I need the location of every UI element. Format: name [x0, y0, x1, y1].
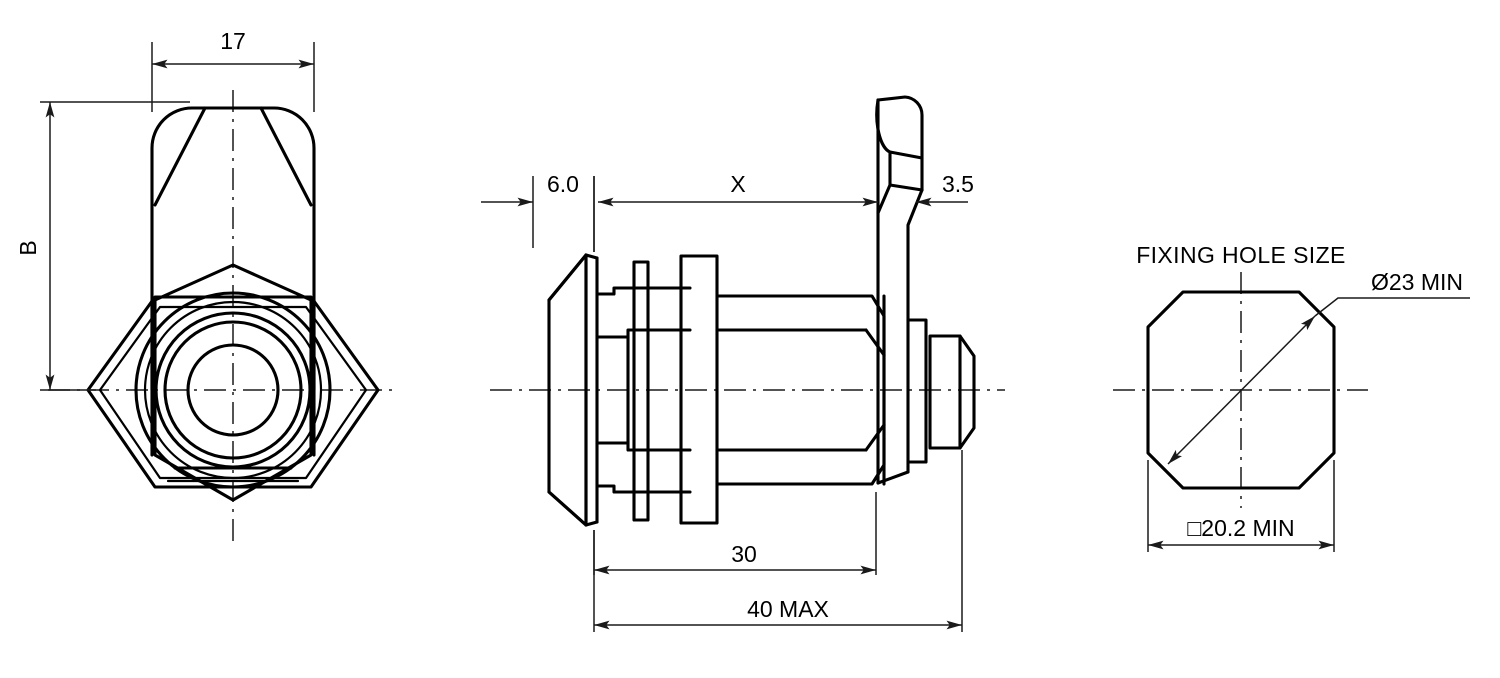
bezel-bottom-taper [547, 490, 588, 527]
side-hex-nut [928, 334, 976, 450]
dim-40-text: 40 MAX [747, 596, 829, 622]
dim-17-text: 17 [220, 28, 246, 54]
thick-washer [679, 254, 719, 525]
cam-lever-top-head [876, 95, 924, 162]
bezel-top-edge [584, 253, 599, 260]
fixing-hole-title: FIXING HOLE SIZE [1136, 242, 1346, 268]
dim-60-text: 6.0 [547, 171, 579, 197]
collar-top-step [595, 286, 692, 296]
dim-35-text: 3.5 [942, 171, 974, 197]
dim-diameter-arrow [1167, 315, 1316, 465]
thin-washer [632, 260, 650, 522]
washer-inner-circle [143, 300, 323, 480]
cam-lever-right-edge [906, 188, 924, 474]
bezel-bottom-edge [584, 520, 599, 527]
hex-nut-chamfer [98, 305, 368, 480]
barrel-taper-top [864, 328, 886, 357]
body-inner-circle [163, 320, 303, 460]
cam-blade-left-chamfer [153, 106, 207, 207]
side-view-group: 6.0 X 3.5 30 40 MAX [481, 95, 1005, 632]
barrel-taper-bottom [864, 423, 886, 452]
keyway-bore-circle [186, 343, 280, 437]
fixing-hole-view-group: FIXING HOLE SIZE Ø23 MIN □20.2 MIN [1113, 242, 1470, 552]
dim-diameter-leader [1314, 297, 1470, 317]
washer-outer-circle [134, 291, 332, 489]
front-view-group: 17 B [15, 28, 398, 545]
retaining-washer [906, 318, 928, 464]
shoulder-bottom-step [595, 441, 692, 452]
cam-blade-right-chamfer [259, 106, 313, 207]
dim-30-text: 30 [731, 541, 757, 567]
cam-lever-step-in [876, 183, 892, 215]
collar-bottom-step [595, 484, 692, 494]
hex-nut-body [86, 295, 380, 489]
hex-nut-outer [153, 263, 313, 502]
dim-diameter-text: Ø23 MIN [1371, 269, 1463, 295]
octagon-hole-outline [1146, 290, 1336, 490]
bezel-top-taper [547, 253, 588, 302]
dim-square-text: □20.2 MIN [1187, 515, 1294, 541]
shoulder-top-step [595, 328, 692, 339]
dim-X-text: X [730, 171, 745, 197]
cam-lever-bottom [876, 470, 910, 485]
cam-lever-top-inner [875, 98, 924, 160]
dim-B-text: B [15, 240, 41, 255]
